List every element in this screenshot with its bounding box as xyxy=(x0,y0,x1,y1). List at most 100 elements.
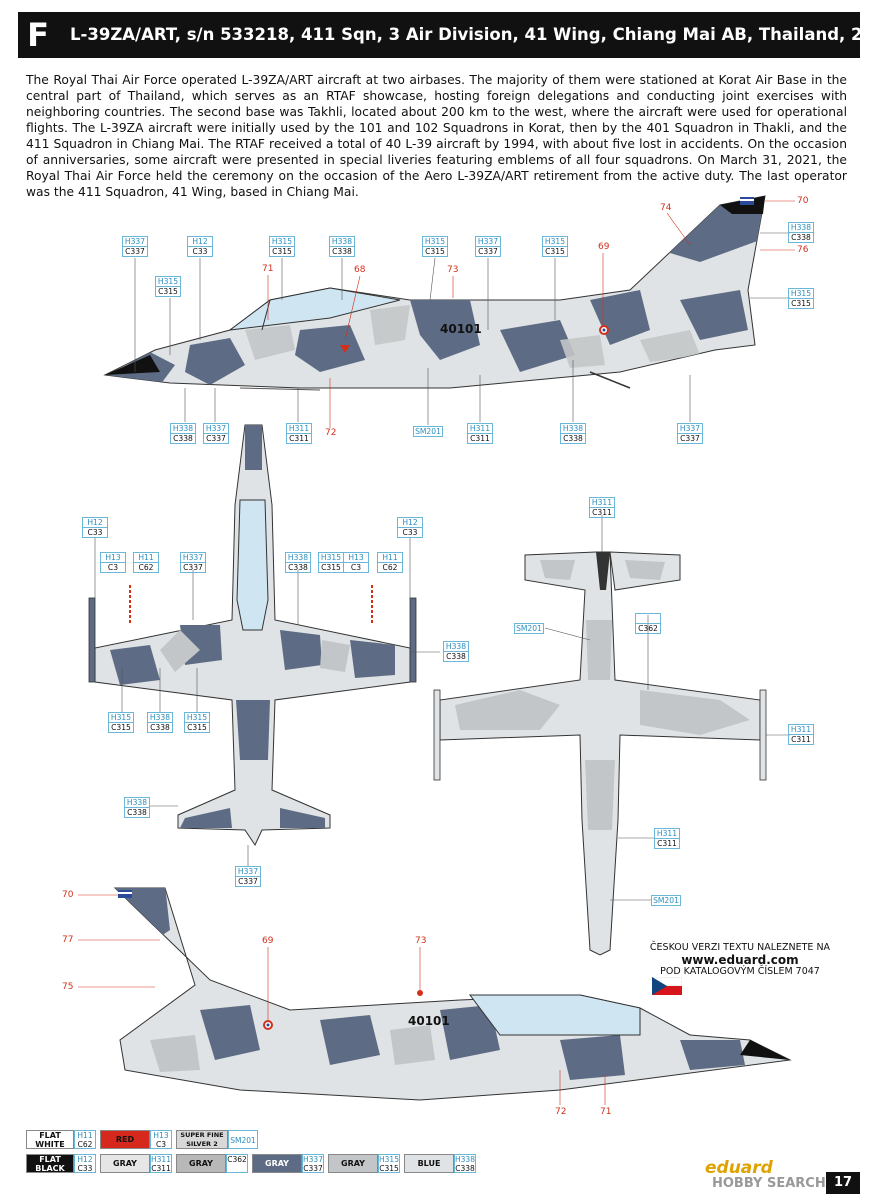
side-serial-top: 40101 xyxy=(440,322,482,336)
swatch-name: SUPER FINE SILVER 2 xyxy=(176,1130,228,1149)
marking-number: 69 xyxy=(262,936,274,946)
number-lines xyxy=(78,200,795,1105)
side-view-left: 40101 xyxy=(103,195,766,391)
marking-number: 70 xyxy=(62,890,74,900)
eduard-logo: eduard xyxy=(705,1158,773,1178)
swatch-name: GRAY xyxy=(328,1154,378,1173)
czech-line-2: POD KATALOGOVÝM ČÍSLEM 7047 xyxy=(660,966,820,977)
callout-tag: SM201 xyxy=(514,623,544,634)
option-letter: F xyxy=(27,16,49,54)
swatch-name: FLAT BLACK xyxy=(26,1154,74,1173)
callout-tag: SM201 xyxy=(413,426,443,437)
marking-number: 72 xyxy=(325,428,337,438)
side-view-right: 40101 xyxy=(113,887,792,1101)
header-bar: F L-39ZA/ART, s/n 533218, 411 Sqn, 3 Air… xyxy=(18,12,873,58)
marking-number: 69 xyxy=(598,242,610,252)
callout-tag: SM201 xyxy=(651,895,681,906)
czech-version-note: ČESKOU VERZI TEXTU NALEZNETE NA www.edua… xyxy=(620,942,860,978)
leader-lines xyxy=(94,232,790,901)
marking-number: 77 xyxy=(62,935,74,945)
marking-number: 71 xyxy=(262,264,274,274)
marking-number: 73 xyxy=(415,936,427,946)
swatch-codes: C362 xyxy=(226,1154,248,1173)
paint-swatch: SUPER FINE SILVER 2 SM201 xyxy=(176,1130,260,1149)
marking-number: 72 xyxy=(555,1107,567,1117)
page-title: L-39ZA/ART, s/n 533218, 411 Sqn, 3 Air D… xyxy=(70,25,873,44)
czech-line-1: ČESKOU VERZI TEXTU NALEZNETE NA xyxy=(649,942,831,953)
swatch-name: GRAY xyxy=(176,1154,226,1173)
marking-number: 75 xyxy=(62,982,74,992)
top-view xyxy=(88,424,417,847)
callout-tag: C362 xyxy=(635,613,661,634)
czech-flag-icon xyxy=(652,977,682,995)
swatch-name: BLUE xyxy=(404,1154,454,1173)
marking-number: 76 xyxy=(797,245,809,255)
marking-number: 68 xyxy=(354,265,366,275)
marking-number: 73 xyxy=(447,265,459,275)
bottom-view xyxy=(433,551,767,956)
side-serial-bottom: 40101 xyxy=(408,1014,450,1028)
marking-number: 71 xyxy=(600,1107,612,1117)
paint-swatch: GRAY C362 xyxy=(176,1154,248,1173)
page-number: 17 xyxy=(826,1172,860,1194)
website-link[interactable]: www.eduard.com xyxy=(681,953,799,967)
watermark: HOBBY SEARCH xyxy=(712,1176,826,1191)
marking-number: 70 xyxy=(797,196,809,206)
swatch-codes: SM201 xyxy=(228,1130,258,1149)
swatch-name: RED xyxy=(100,1130,150,1149)
swatch-name: GRAY xyxy=(252,1154,302,1173)
marking-number: 74 xyxy=(660,203,672,213)
intro-text: The Royal Thai Air Force operated L-39ZA… xyxy=(26,73,847,199)
swatch-name: FLAT WHITE xyxy=(26,1130,74,1149)
swatch-name: GRAY xyxy=(100,1154,150,1173)
